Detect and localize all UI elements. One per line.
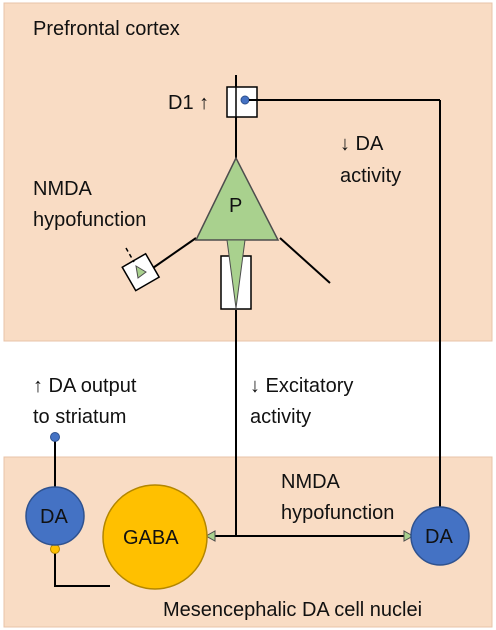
gaba-to-da-left-axon	[54, 552, 110, 587]
d1-terminal	[240, 95, 250, 105]
nmda-bottom-line2: hypofunction	[281, 502, 394, 524]
axon-hillock	[226, 239, 246, 309]
nmda-bottom-line1: NMDA	[281, 471, 341, 493]
basal-dendrite-right	[279, 237, 331, 284]
nmda-top-line2: hypofunction	[33, 209, 146, 231]
gaba-cell	[102, 484, 208, 590]
da-cell-left-label: DA	[40, 506, 68, 528]
da-output-line2: to striatum	[33, 406, 126, 428]
da-left-output-terminal	[50, 432, 60, 442]
excitatory-line2: activity	[250, 406, 311, 428]
prefrontal-cortex-label: Prefrontal cortex	[33, 18, 180, 40]
pyramidal-label: P	[229, 195, 242, 217]
excitatory-line1: ↓ Excitatory	[250, 375, 353, 397]
nmda-top-line1: NMDA	[33, 178, 93, 200]
mesencephalic-region	[3, 456, 493, 628]
da-output-line1: ↑ DA output	[33, 375, 137, 397]
da-right-input-terminal	[403, 530, 415, 542]
nmda-terminal-top	[135, 265, 147, 279]
basal-dendrite-left	[149, 237, 197, 271]
da-activity-line1: ↓ DA	[340, 133, 384, 155]
da-cell-left	[25, 486, 85, 546]
d1-label: D1 ↑	[168, 92, 209, 114]
gaba-to-da-left-terminal	[50, 544, 60, 554]
gaba-input-terminal	[204, 530, 216, 542]
nmda-dash-top	[125, 247, 135, 263]
gaba-cell-label: GABA	[123, 527, 179, 549]
da-activity-line2: activity	[340, 165, 401, 187]
d1-receptor-box	[226, 86, 258, 118]
da-cell-right-label: DA	[425, 526, 453, 548]
da-cell-right	[410, 506, 470, 566]
mesencephalic-label: Mesencephalic DA cell nuclei	[163, 599, 422, 621]
